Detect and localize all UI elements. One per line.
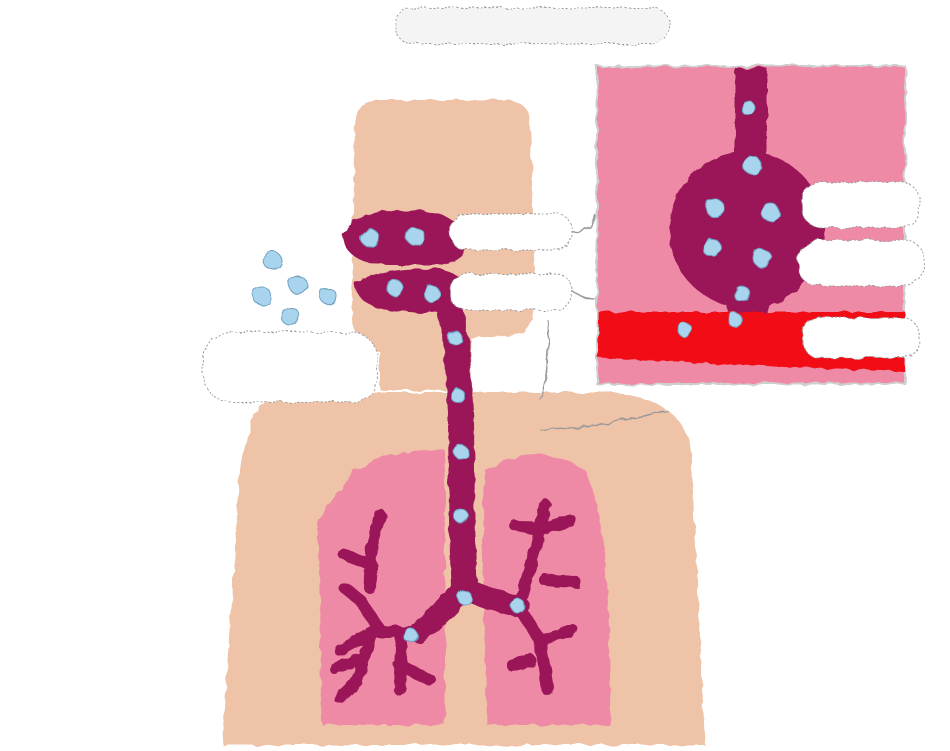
particle [678,323,692,337]
particle [743,156,761,174]
particle [753,249,771,267]
label-box-droplets [203,332,378,402]
particle [289,276,307,294]
particle [361,229,379,247]
particle [734,286,750,302]
particle [741,101,755,115]
label-box-oral [450,274,572,310]
particle [703,239,721,257]
particle [320,288,336,304]
label-box-alveoli [802,182,920,228]
particle [253,287,271,305]
label-box-alveolar-wall [798,240,924,286]
particle [424,286,440,302]
label-box-nasal [450,214,572,250]
particle [458,591,472,605]
particle [451,389,465,403]
particle [403,628,417,642]
particle [511,599,525,613]
particle [281,307,299,325]
label-box-capillary [802,318,920,358]
particle [728,313,742,327]
particle [706,199,724,217]
particle [406,227,424,245]
particle [387,280,403,296]
particle [263,251,281,269]
particle [761,203,779,221]
particle [454,445,468,459]
alveolus [669,152,825,308]
particle [448,331,462,345]
title-area [395,8,670,44]
particle [454,509,468,523]
